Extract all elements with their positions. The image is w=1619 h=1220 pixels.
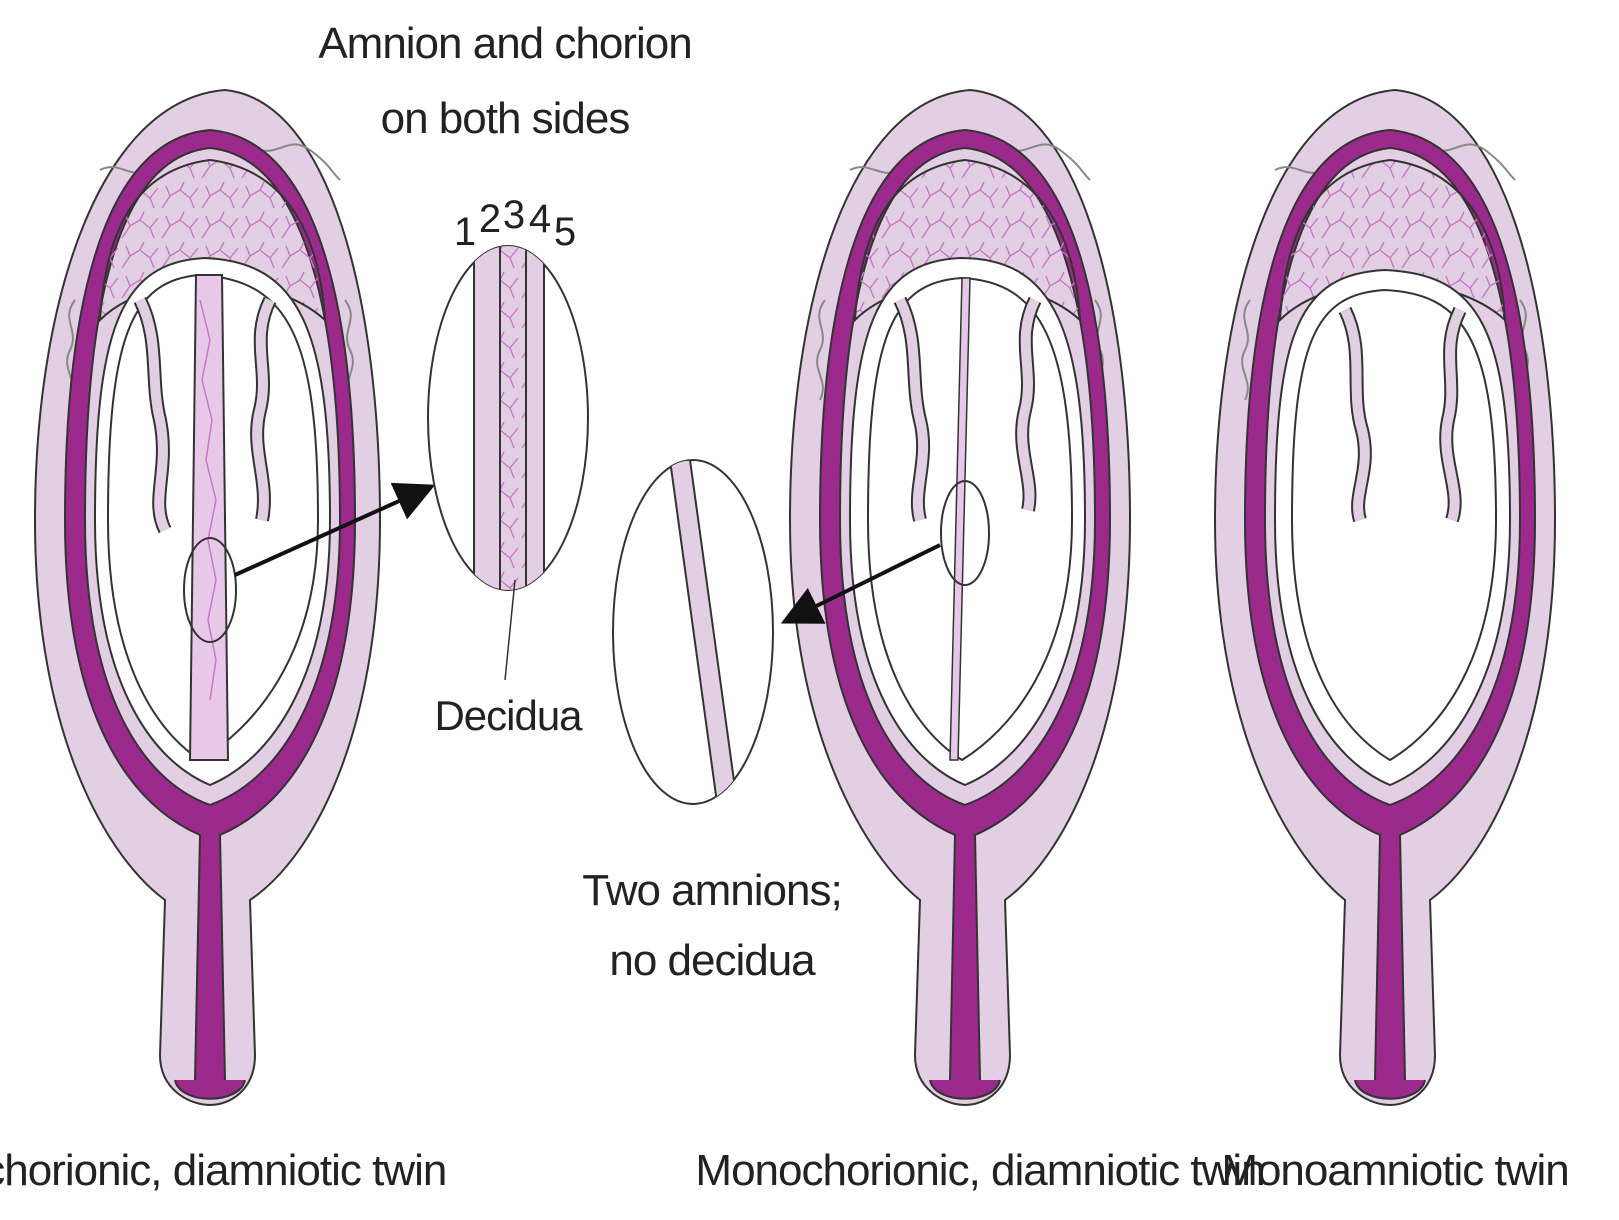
uterus-monochorionic (790, 90, 1130, 1105)
layer-number-5: 5 (554, 210, 576, 254)
label-decidua: Decidua (434, 692, 583, 739)
uterus-dichorionic (35, 90, 380, 1105)
layer-number-1: 1 (454, 210, 476, 254)
caption-monochorionic: Monochorionic, diamniotic twin (695, 1146, 1264, 1195)
zoom-detail-monochorionic (613, 460, 773, 810)
label-amnion-chorion-line1: Amnion and chorion (318, 19, 691, 68)
zoom-detail-dichorionic (428, 240, 588, 680)
label-two-amnions: Two amnions; (582, 866, 841, 915)
uterus-monoamniotic (1215, 90, 1555, 1105)
layer-number-3: 3 (503, 193, 525, 237)
label-no-decidua: no decidua (609, 936, 816, 985)
layer-number-2: 2 (479, 197, 501, 241)
layer-number-4: 4 (529, 197, 551, 241)
caption-dichorionic: Dichorionic, diamniotic twin (0, 1146, 446, 1195)
caption-monoamniotic: Monoamniotic twin (1221, 1146, 1568, 1195)
label-amnion-chorion-line2: on both sides (381, 94, 630, 143)
